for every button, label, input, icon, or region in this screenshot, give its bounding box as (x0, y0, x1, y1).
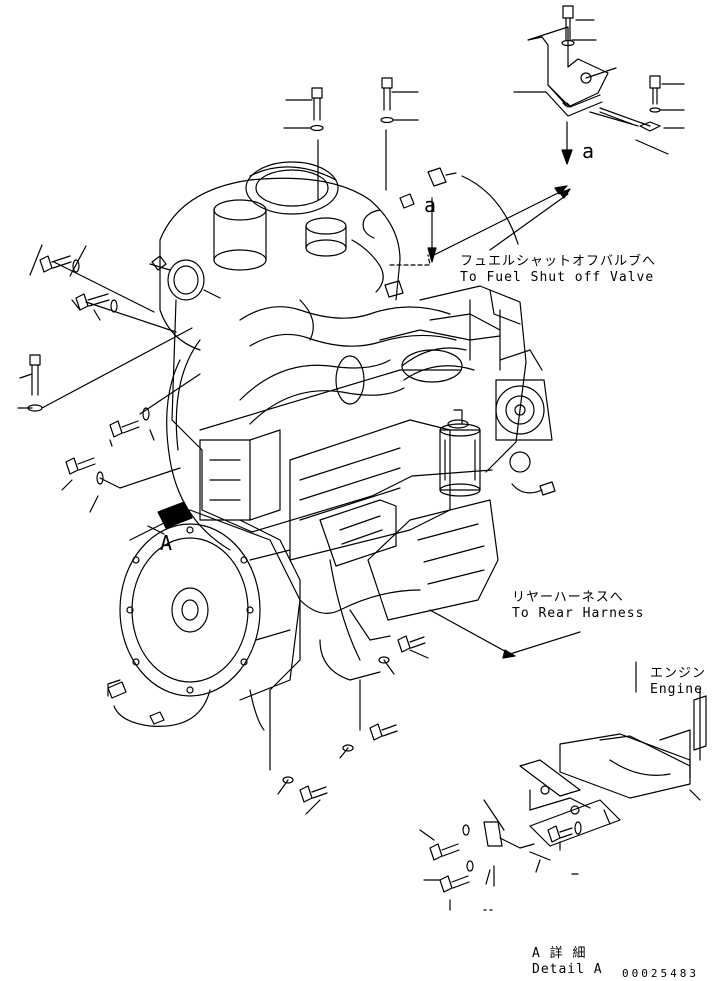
air-cleaner (149, 161, 401, 351)
fuel-shutoff-jp-label: フュエルシャットオフバルブへ (460, 254, 657, 269)
top-connectors (351, 167, 519, 298)
flywheel-housing (119, 501, 301, 701)
detail-a-jp-label: A 詳 細 (532, 946, 587, 961)
engine-block (171, 285, 553, 621)
intake-pipes (239, 299, 501, 425)
view-arrow-a-label: a (582, 139, 596, 163)
detail-a-view (419, 661, 707, 911)
top-bolts (283, 77, 419, 201)
left-bolts (17, 244, 201, 513)
engine-en-label: Engine (650, 682, 703, 697)
detail-a-en-label: Detail A (532, 962, 603, 977)
lower-bolts (277, 635, 429, 815)
rear-harness-leader (429, 609, 581, 659)
rear-harness-en-label: To Rear Harness (512, 606, 645, 621)
drawing-number: 00025483 (622, 967, 699, 980)
fuel-shutoff-en-label: To Fuel Shut off Valve (460, 270, 655, 285)
rear-harness-jp-label: リヤーハーネスへ (512, 590, 624, 605)
view-arrow-A-label: A (160, 531, 174, 555)
engine-jp-label: エンジン (650, 666, 707, 681)
view-arrow-a-label-2: a (424, 193, 438, 217)
bracket-assembly-top (527, 5, 661, 165)
harness-routing (107, 339, 556, 771)
leader-lines-top-right (513, 19, 685, 155)
fuel-shutoff-leader (431, 185, 571, 257)
